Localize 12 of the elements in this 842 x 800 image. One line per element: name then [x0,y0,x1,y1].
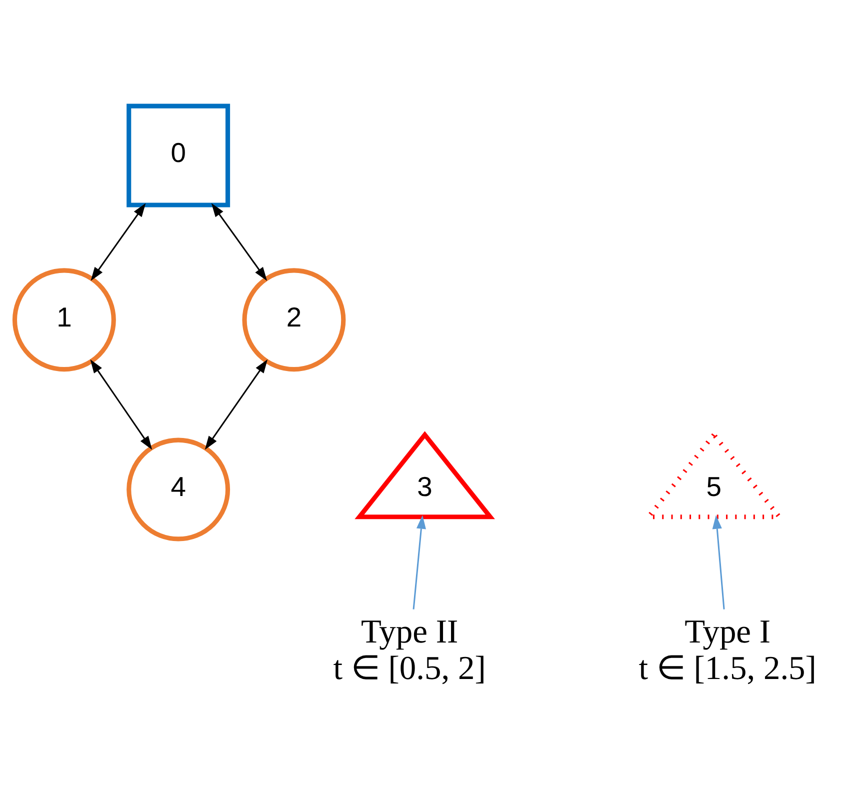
arrow [90,202,146,280]
arrow [204,358,268,450]
node-text: Type I t ∈ [1.5, 2.5] [638,613,816,687]
node-circle: 2 [242,268,346,372]
arrow [712,514,725,609]
node-box: 0 [126,103,230,207]
arrow [211,202,268,280]
node-text: Type II t ∈ [0.5, 2] [333,613,486,687]
node-circle: 4 [126,437,230,541]
arrow [412,514,426,609]
arrow [90,358,152,450]
node-circle: 1 [12,268,116,372]
